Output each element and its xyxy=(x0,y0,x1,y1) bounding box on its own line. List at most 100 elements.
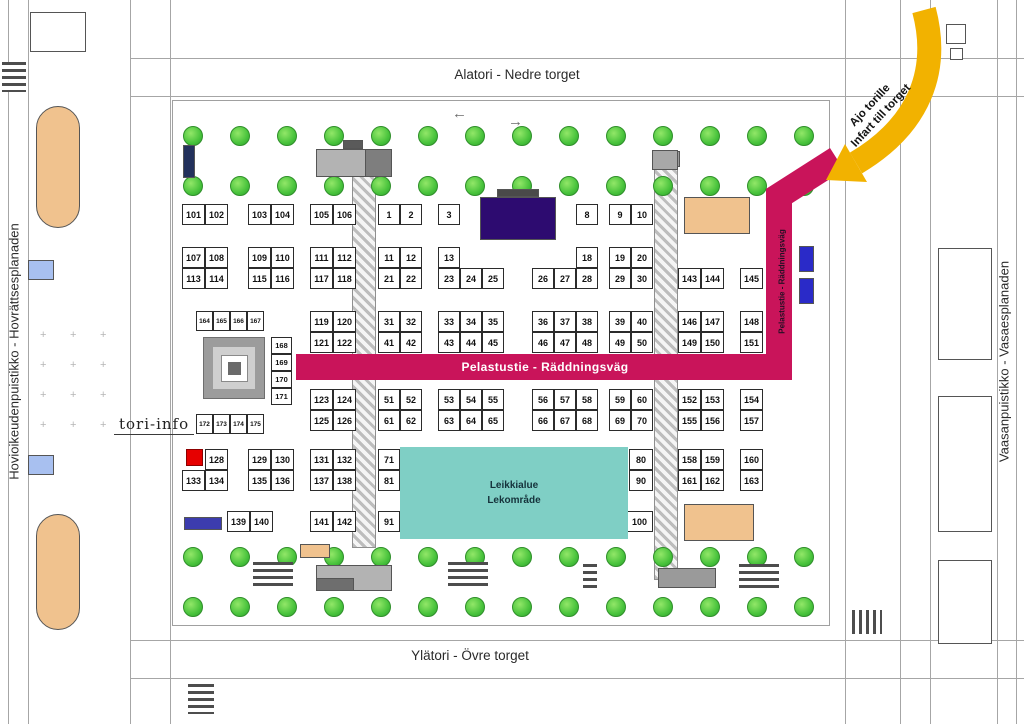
stall-46: 46 xyxy=(532,332,554,353)
stall-54: 54 xyxy=(460,389,482,410)
stall-25: 25 xyxy=(482,268,504,289)
stall-131: 131 xyxy=(310,449,333,470)
tree-icon xyxy=(230,597,250,617)
stall-106: 106 xyxy=(333,204,356,225)
stall-111: 111 xyxy=(310,247,333,268)
parking-mark: + xyxy=(40,389,47,401)
tree-icon xyxy=(465,176,485,196)
rescue-route-path xyxy=(296,148,844,380)
tree-icon xyxy=(559,597,579,617)
stall-157: 157 xyxy=(740,410,763,431)
stall-123: 123 xyxy=(310,389,333,410)
stall-24: 24 xyxy=(460,268,482,289)
info-building-ring-inner xyxy=(220,354,248,382)
building-right-1 xyxy=(938,248,992,360)
street-line xyxy=(130,640,1024,641)
rescue-route-label: Pelastustie - Räddningsväg xyxy=(461,360,629,374)
stall-30: 30 xyxy=(631,268,653,289)
stall-149: 149 xyxy=(678,332,701,353)
kiosk-tan-bottom xyxy=(300,544,330,558)
kiosk-lightblue-1 xyxy=(28,260,54,280)
tree-icon xyxy=(700,547,720,567)
stall-10: 10 xyxy=(631,204,653,225)
stall-32: 32 xyxy=(400,311,422,332)
street-line xyxy=(130,678,1024,679)
stall-64: 64 xyxy=(460,410,482,431)
building-gray-top-dark xyxy=(365,149,392,177)
stall-145: 145 xyxy=(740,268,763,289)
stall-172: 172 xyxy=(196,414,213,434)
stall-104: 104 xyxy=(271,204,294,225)
direction-arrow-left-icon: ← xyxy=(452,105,467,122)
stall-109: 109 xyxy=(248,247,271,268)
stall-118: 118 xyxy=(333,268,356,289)
crosswalk-icon xyxy=(739,564,779,590)
building-tan-upper-right xyxy=(684,197,750,234)
stall-37: 37 xyxy=(554,311,576,332)
stall-12: 12 xyxy=(400,247,422,268)
stall-175: 175 xyxy=(247,414,264,434)
parking-mark: + xyxy=(100,359,107,371)
tree-icon xyxy=(183,547,203,567)
stall-141: 141 xyxy=(310,511,333,532)
info-building-ring xyxy=(213,347,255,389)
stall-26: 26 xyxy=(532,268,554,289)
street-label-top: Alatori - Nedre torget xyxy=(454,67,580,82)
building-gray-top-roof xyxy=(343,140,363,149)
stall-55: 55 xyxy=(482,389,504,410)
stall-148: 148 xyxy=(740,311,763,332)
stall-165: 165 xyxy=(213,311,230,331)
play-area-label-fi: Leikkialue xyxy=(489,480,539,491)
tree-icon xyxy=(418,547,438,567)
stall-112: 112 xyxy=(333,247,356,268)
stall-116: 116 xyxy=(271,268,294,289)
stall-67: 67 xyxy=(554,410,576,431)
stall-166: 166 xyxy=(230,311,247,331)
stall-129: 129 xyxy=(248,449,271,470)
stall-126: 126 xyxy=(333,410,356,431)
market-square-boundary xyxy=(172,100,830,626)
street-line xyxy=(130,0,131,724)
street-line xyxy=(1016,0,1017,724)
tree-icon xyxy=(465,597,485,617)
stall-156: 156 xyxy=(701,410,724,431)
stall-169: 169 xyxy=(271,354,292,371)
parking-mark: + xyxy=(70,359,77,371)
stall-133: 133 xyxy=(182,470,205,491)
tree-icon xyxy=(747,126,767,146)
stall-59: 59 xyxy=(609,389,631,410)
stall-140: 140 xyxy=(250,511,273,532)
stall-163: 163 xyxy=(740,470,763,491)
stall-108: 108 xyxy=(205,247,228,268)
stall-122: 122 xyxy=(333,332,356,353)
stall-135: 135 xyxy=(248,470,271,491)
parking-mark: + xyxy=(40,419,47,431)
stall-117: 117 xyxy=(310,268,333,289)
stall-143: 143 xyxy=(678,268,701,289)
stall-65: 65 xyxy=(482,410,504,431)
tree-icon xyxy=(606,176,626,196)
tori-info-label: tori-info xyxy=(114,415,195,435)
tree-icon xyxy=(371,597,391,617)
stall-70: 70 xyxy=(631,410,653,431)
tree-icon xyxy=(606,126,626,146)
street-line xyxy=(170,0,171,724)
stall-113: 113 xyxy=(182,268,205,289)
stall-91: 91 xyxy=(378,511,400,532)
tree-icon xyxy=(794,597,814,617)
stall-128: 128 xyxy=(205,449,228,470)
street-line xyxy=(845,0,846,724)
stall-28: 28 xyxy=(576,268,598,289)
stage-building xyxy=(480,197,556,240)
tori-info-marker xyxy=(186,449,203,466)
tree-icon xyxy=(559,547,579,567)
stall-120: 120 xyxy=(333,311,356,332)
tree-icon xyxy=(512,597,532,617)
stage-roof xyxy=(497,189,539,197)
stall-151: 151 xyxy=(740,332,763,353)
tree-icon xyxy=(371,126,391,146)
building-tan-lower-right xyxy=(684,504,754,541)
stall-18: 18 xyxy=(576,247,598,268)
tree-icon xyxy=(653,176,673,196)
crosswalk-icon xyxy=(448,562,488,590)
